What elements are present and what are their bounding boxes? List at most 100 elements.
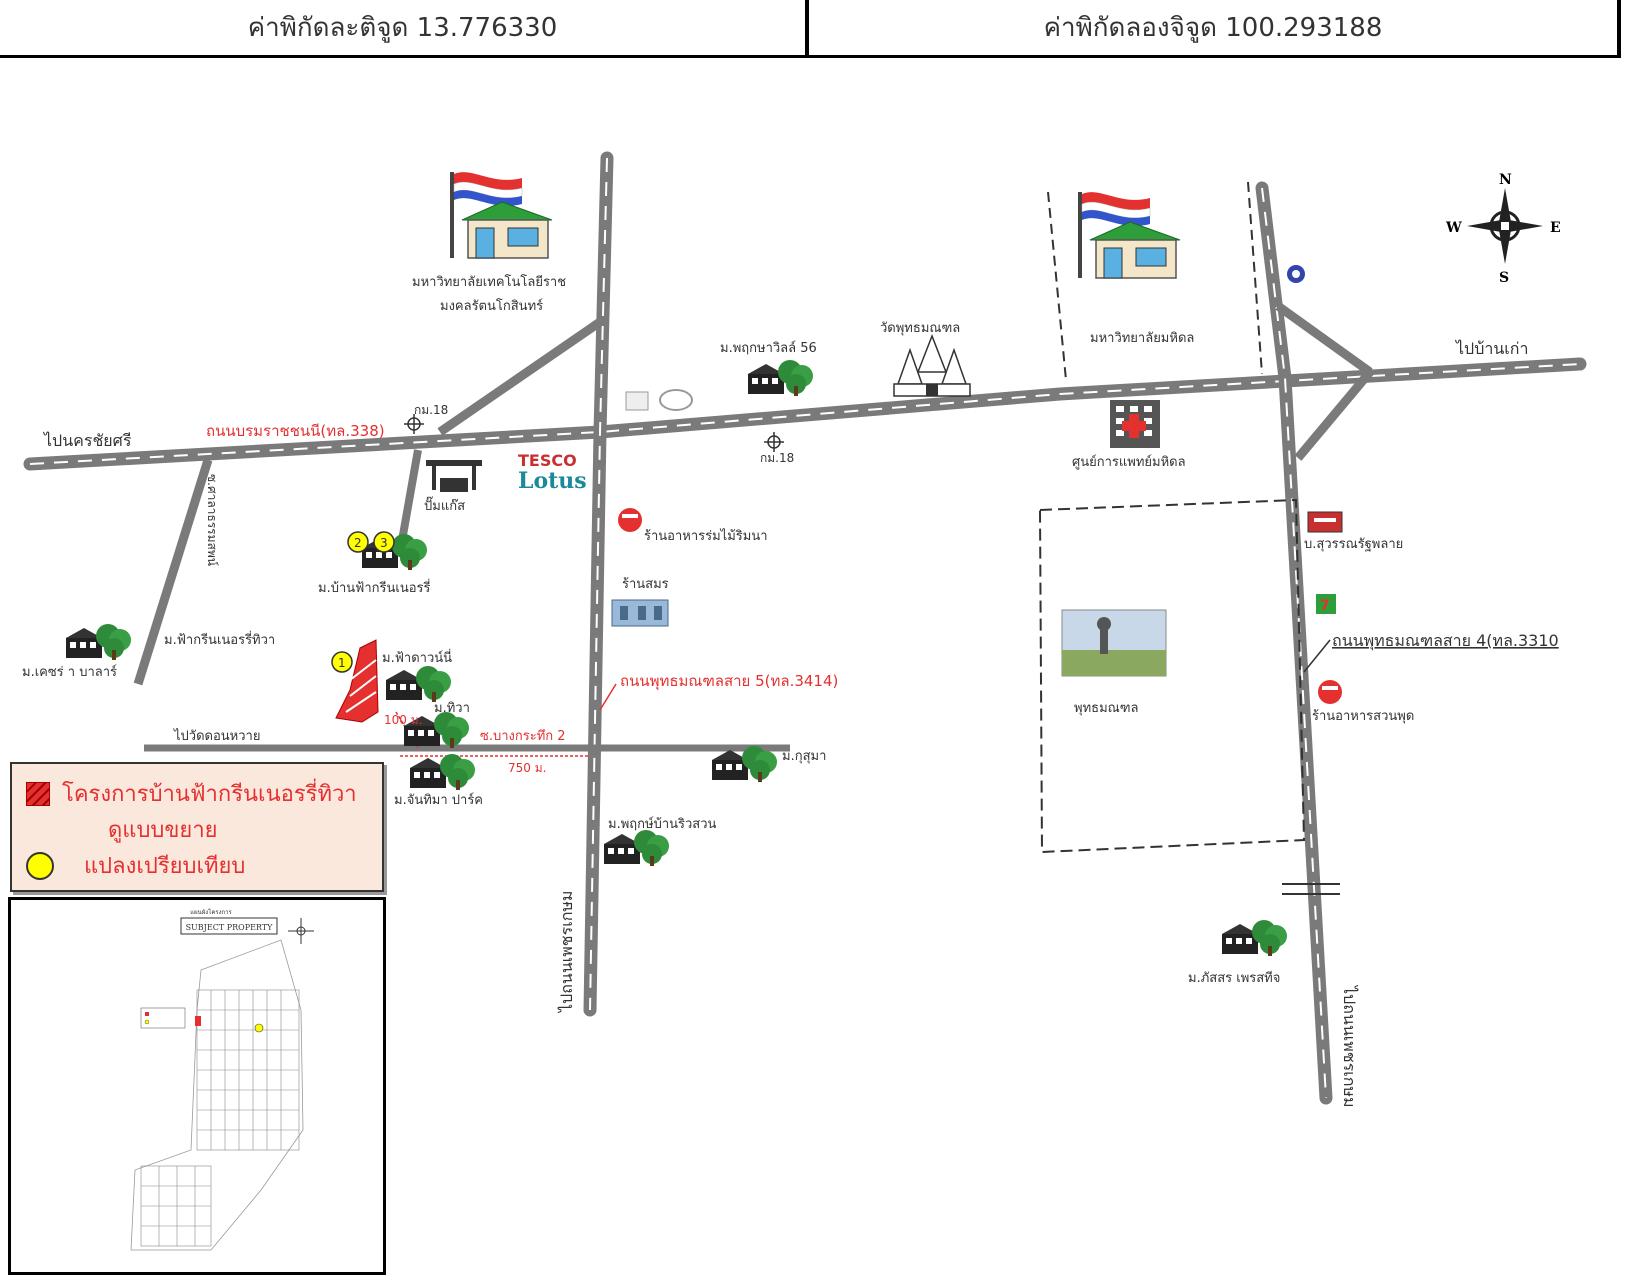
legend-compare-row: แปลงเปรียบเทียบ (26, 848, 245, 883)
map-legend: โครงการบ้านฟ้ากรีนเนอรรี่ทิวา ดูแบบขยาย … (10, 762, 384, 892)
phutthamonthon-boundary (1038, 498, 1306, 854)
svg-text:W: W (1445, 220, 1462, 236)
longitude-label: ค่าพิกัดลองจิจูด 100.293188 (809, 0, 1621, 58)
label-side-soi-group: ซ.ศาลาธรรมสพน์ (205, 474, 219, 566)
label-to-wat-don-wai: ไปวัดดอนหวาย (173, 728, 260, 744)
label-m-phatsorn: ม.ภัสสร เพรสทีจ (1188, 970, 1280, 986)
shop-icon (611, 599, 669, 627)
inset-legend-yellow-icon (144, 1019, 150, 1025)
svg-text:N: N (1499, 172, 1512, 188)
svg-text:7: 7 (1320, 598, 1330, 614)
pointer-line (1303, 639, 1331, 673)
svg-text:2: 2 (354, 536, 362, 550)
house-icon (362, 534, 427, 570)
label-lotus: Lotus (518, 468, 587, 494)
pointer-line (599, 683, 617, 711)
label-to-nakhon-chai-si: ไปนครชัยศรี (42, 431, 132, 450)
mahidol-building-icon (1078, 190, 1182, 280)
label-m-tiwa: ม.ทิวา (434, 701, 470, 716)
post-office-icon (1307, 511, 1343, 533)
site-plan-drawing: แผนผังโครงการ SUBJECT PROPERTY (130, 908, 314, 1251)
km-marker-icon (763, 431, 785, 453)
comparable-swatch-icon (26, 851, 54, 880)
label-m-kusuma: ม.กุสุมา (782, 749, 826, 764)
label-borommaratchachonnani: ถนนบรมราชชนนี(ทล.338) (206, 422, 385, 440)
label-to-phetkasem-left-group: ไปถนนเพชรเกษม (557, 891, 576, 1014)
label-tesco: TESCO (518, 451, 577, 470)
house-icon (748, 360, 813, 396)
label-m-chanthima: ม.จันทิมา ปาร์ค (394, 792, 483, 808)
label-rmutr: มหาวิทยาลัยเทคโนโลยีราช (412, 274, 566, 290)
legend-project-label-2: ดูแบบขยาย (108, 818, 218, 843)
car-dealer-icon (625, 389, 693, 411)
road-side-soi (133, 458, 213, 686)
house-icon (386, 666, 451, 702)
legend-project-row: โครงการบ้านฟ้ากรีนเนอรรี่ทิวา (26, 776, 357, 811)
convenience-store-icon: 7 (1316, 594, 1336, 614)
label-m-fah-green: ม.บ้านฟ้ากรีนเนอรรี่ (318, 579, 431, 596)
phutthamonthon-photo (1061, 609, 1167, 677)
temple-icon (893, 333, 971, 397)
label-restaurant-1: ร้านอาหารร่มไม้ริมนา (644, 528, 768, 544)
inset-title-box (180, 917, 278, 935)
label-mahidol: มหาวิทยาลัยมหิดล (1090, 331, 1194, 346)
inset-title: SUBJECT PROPERTY (186, 923, 274, 932)
compass-icon: N S W E (1445, 172, 1561, 286)
restaurant-icon (618, 508, 642, 532)
label-to-phetkasem-left: ไปถนนเพชรเกษม (557, 891, 576, 1014)
subject-property-swatch-icon (26, 781, 50, 806)
label-phutthamonthon-sai4: ถนนพุทธมณฑลสาย 4(ทล.3310 (1332, 631, 1559, 651)
rmutr-building-icon (450, 170, 554, 260)
label-phutthamonthon: พุทธมณฑล (1074, 701, 1138, 716)
label-phutthamonthon-sai5: ถนนพุทธมณฑลสาย 5(ทล.3414) (620, 672, 838, 691)
label-m-kesara: ม.เคซร่ า บาลาร์ (22, 664, 117, 680)
label-wat: วัดพุทธมณฑล (880, 321, 960, 336)
restaurant-icon (1318, 680, 1342, 704)
comparable-marker-1: 1 (331, 651, 353, 673)
site-plan-inset: แผนผังโครงการ SUBJECT PROPERTY (8, 897, 386, 1275)
label-m-fah-green-tiwa: ม.ฟ้ากรีนเนอรรี่ทิวา (164, 631, 275, 648)
gas-station-icon (426, 460, 482, 492)
inset-small-title: แผนผังโครงการ (190, 908, 232, 916)
label-m-phruksa: ม.พฤกษาวิลล์ 56 (720, 340, 817, 356)
legend-project-label: โครงการบ้านฟ้ากรีนเนอรรี่ทิวา (62, 782, 357, 807)
label-bang-krathuek-2: ซ.บางกระทึก 2 (480, 729, 566, 744)
rail-crossing (1282, 883, 1340, 895)
house-icon (604, 830, 669, 866)
inset-subject-plot (195, 1016, 201, 1026)
label-to-phetkasem-right: ไปถนนเพชรเกษม (1340, 984, 1359, 1107)
label-km18-a: กม.18 (414, 403, 448, 417)
house-icon (410, 754, 475, 790)
inset-compass-icon (288, 918, 314, 944)
inset-legend-box (140, 1007, 186, 1029)
mahidol-boundary-right (1247, 181, 1263, 375)
road-phutthamonthon-sai4 (1255, 181, 1333, 1105)
comparable-marker-3: 3 (373, 531, 395, 553)
info-marker-icon (1287, 265, 1305, 283)
label-m-phruksa-suan: ม.พฤกษ์บ้านริวสวน (608, 816, 717, 832)
mahidol-boundary-left (1047, 191, 1067, 381)
road-interchange (1275, 302, 1374, 461)
label-restaurant-2: ร้านอาหารสวนพุด (1312, 709, 1414, 724)
latitude-label: ค่าพิกัดละติจูด 13.776330 (0, 0, 809, 58)
label-bo-suwan: บ.สุวรรณรัฐพลาย (1304, 537, 1403, 552)
road-to-rmutr (437, 318, 603, 436)
label-shop: ร้านสมร (622, 577, 669, 592)
label-gas-station: ปั๊มแก๊ส (424, 496, 465, 514)
label-to-ban-kao: ไปบ้านเก่า (1454, 339, 1528, 358)
coordinate-header: ค่าพิกัดละติจูด 13.776330 ค่าพิกัดลองจิจ… (0, 0, 1627, 58)
comparable-marker-2: 2 (347, 531, 369, 553)
legend-project-row-2: ดูแบบขยาย (108, 812, 218, 847)
label-side-soi: ซ.ศาลาธรรมสพน์ (205, 474, 219, 566)
house-icon (66, 624, 131, 660)
km-marker-icon (403, 413, 425, 435)
inset-plot-grid (140, 989, 300, 1247)
svg-text:E: E (1550, 220, 1561, 236)
road-phutthamonthon-sai5 (583, 151, 614, 1017)
label-distance-750: 750 ม. (508, 761, 546, 775)
label-rmutr-2: มงคลรัตนโกสินทร์ (440, 298, 543, 314)
label-km18-b: กม.18 (760, 451, 794, 465)
label-m-fah-wanni: ม.ฟ้าดาวน์นี่ (382, 649, 452, 666)
house-icon (1222, 920, 1287, 956)
